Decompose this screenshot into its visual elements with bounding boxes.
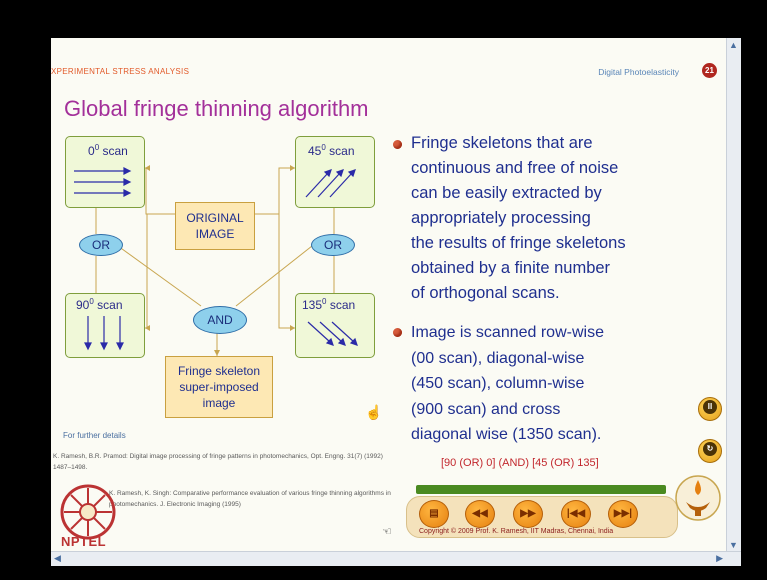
result-box: Fringe skeleton super-imposed image [165, 356, 273, 418]
course-title: XPERIMENTAL STRESS ANALYSIS [51, 67, 190, 76]
vertical-scan-arrows [84, 316, 124, 351]
topic-label: Digital Photoelasticity [598, 67, 679, 77]
scan-135-box: 1350 scan [295, 293, 375, 358]
bullet-text-1: Fringe skeletons that are continuous and… [411, 134, 626, 302]
result-line-3: image [202, 396, 236, 410]
slide-number-badge: 21 [702, 63, 717, 78]
scroll-right-icon[interactable]: ▶ [716, 553, 723, 563]
and-oval: AND [193, 306, 247, 334]
first-slide-button[interactable]: |◀◀ [561, 500, 591, 528]
rewind-button[interactable]: ◀◀ [465, 500, 495, 528]
bullet-icon [393, 328, 402, 337]
diagonal-scan-arrows [305, 169, 356, 198]
or-left-oval: OR [79, 234, 123, 256]
diagram-connectors [95, 165, 335, 356]
reference-1: K. Ramesh, B.R. Pramod: Digital image pr… [53, 453, 383, 471]
scan-0-label: 00 scan [88, 143, 128, 158]
scan-135-label: 1350 scan [302, 297, 356, 312]
original-image-box: ORIGINAL IMAGE [175, 202, 255, 250]
scroll-up-icon[interactable]: ▲ [729, 40, 738, 50]
forward-button[interactable]: ▶▶ [513, 500, 543, 528]
last-slide-button[interactable]: ▶▶| [608, 500, 638, 528]
pause-button[interactable]: II [698, 397, 722, 421]
scan-45-label: 450 scan [308, 143, 355, 158]
further-details-link[interactable]: For further details [63, 431, 126, 440]
page-title: Global fringe thinning algorithm [64, 96, 369, 121]
scan-0-box: 00 scan [65, 136, 145, 208]
or-right-oval: OR [311, 234, 355, 256]
scroll-left-icon[interactable]: ◀ [54, 553, 61, 563]
slide-window: XPERIMENTAL STRESS ANALYSIS Digital Phot… [51, 38, 741, 566]
scan-90-label: 900 scan [76, 297, 123, 312]
result-line-1: Fringe skeleton [177, 364, 261, 378]
hand-cursor-icon: ☝ [365, 404, 383, 420]
horizontal-scrollbar[interactable]: ◀ ▶ [51, 551, 741, 566]
copyright-text: Copyright © 2009 Prof. K. Ramesh, IIT Ma… [419, 528, 614, 535]
progress-bar [416, 485, 666, 494]
pointer-cursor-icon: ☜ [382, 526, 392, 538]
bullet-text-2: Image is scanned row-wise (00 scan), dia… [411, 324, 604, 443]
original-line-1: ORIGINAL [186, 211, 244, 225]
reference-2: K. Ramesh, K. Singh: Comparative perform… [109, 490, 391, 508]
result-line-2: super-imposed [179, 380, 259, 394]
scroll-down-icon[interactable]: ▼ [729, 540, 738, 550]
bullet-icon [393, 140, 402, 149]
nptel-brand: NPTEL [61, 534, 107, 549]
iit-lamp-logo-icon [675, 475, 721, 521]
original-line-2: IMAGE [195, 227, 235, 241]
nptel-logo-icon [60, 484, 116, 540]
cross-diagonal-scan-arrows [307, 321, 358, 346]
horizontal-scan-arrows [74, 167, 132, 197]
menu-button[interactable]: ▤ [419, 500, 449, 528]
vertical-scrollbar[interactable]: ▲ ▼ [726, 38, 741, 552]
replay-button[interactable]: ↻ [698, 439, 722, 463]
scan-90-box: 900 scan [65, 293, 145, 358]
formula-text: [90 (OR) 0] (AND) [45 (OR) 135] [441, 457, 599, 469]
scan-45-box: 450 scan [295, 136, 375, 208]
